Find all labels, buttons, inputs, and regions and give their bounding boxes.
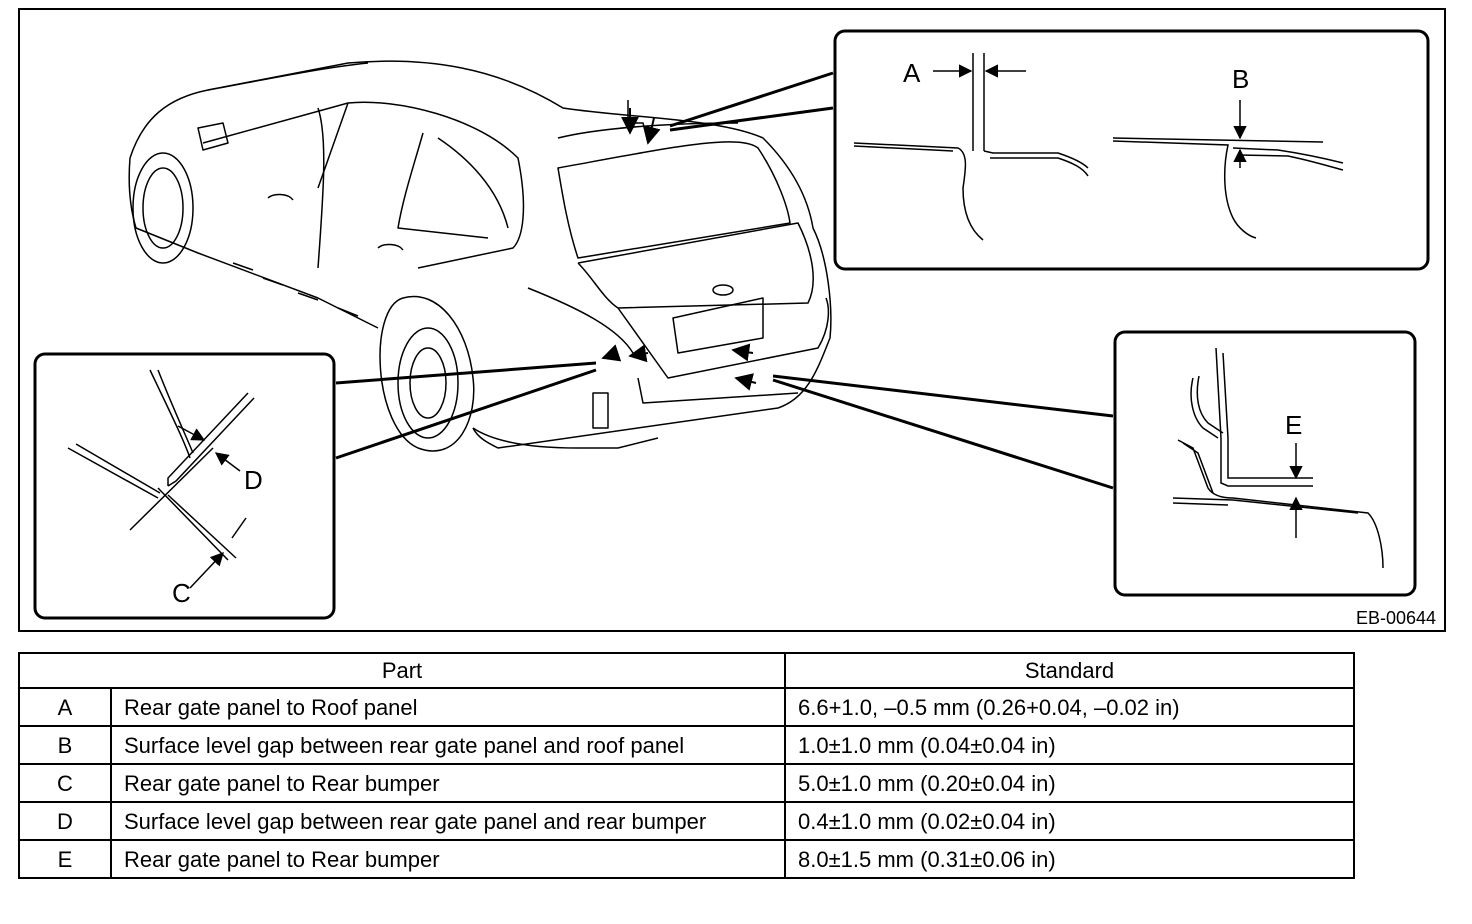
table-row: E Rear gate panel to Rear bumper 8.0±1.5… bbox=[18, 839, 1355, 879]
row-standard: 5.0±1.0 mm (0.20±0.04 in) bbox=[784, 763, 1355, 803]
row-part: Surface level gap between rear gate pane… bbox=[110, 801, 786, 841]
gap-standards-table: Part Standard A Rear gate panel to Roof … bbox=[18, 652, 1355, 879]
table-row: A Rear gate panel to Roof panel 6.6+1.0,… bbox=[18, 687, 1355, 727]
callout-e: E bbox=[1285, 410, 1302, 440]
row-key: D bbox=[18, 801, 112, 841]
callout-labels: A B C D E bbox=[172, 58, 1302, 608]
row-key: C bbox=[18, 763, 112, 803]
table-header-row: Part Standard bbox=[18, 652, 1355, 689]
row-standard: 6.6+1.0, –0.5 mm (0.26+0.04, –0.02 in) bbox=[784, 687, 1355, 727]
table-row: B Surface level gap between rear gate pa… bbox=[18, 725, 1355, 765]
row-key: B bbox=[18, 725, 112, 765]
figure-frame bbox=[18, 8, 1446, 632]
row-part: Rear gate panel to Roof panel bbox=[110, 687, 786, 727]
inset-bumper-gap-cd bbox=[33, 352, 336, 620]
callout-c: C bbox=[172, 578, 191, 608]
header-part: Part bbox=[18, 652, 786, 689]
inset-bumper-gap-e bbox=[1113, 330, 1417, 597]
callout-d: D bbox=[244, 465, 263, 495]
row-standard: 0.4±1.0 mm (0.02±0.04 in) bbox=[784, 801, 1355, 841]
vehicle-illustration bbox=[128, 60, 832, 452]
header-standard: Standard bbox=[784, 652, 1355, 689]
row-part: Rear gate panel to Rear bumper bbox=[110, 763, 786, 803]
vehicle-location-arrows bbox=[601, 108, 757, 391]
row-standard: 8.0±1.5 mm (0.31±0.06 in) bbox=[784, 839, 1355, 879]
row-key: E bbox=[18, 839, 112, 879]
row-key: A bbox=[18, 687, 112, 727]
table-row: D Surface level gap between rear gate pa… bbox=[18, 801, 1355, 841]
row-part: Rear gate panel to Rear bumper bbox=[110, 839, 786, 879]
table-row: C Rear gate panel to Rear bumper 5.0±1.0… bbox=[18, 763, 1355, 803]
inset-leader-lines bbox=[335, 71, 1114, 490]
row-standard: 1.0±1.0 mm (0.04±0.04 in) bbox=[784, 725, 1355, 765]
row-part: Surface level gap between rear gate pane… bbox=[110, 725, 786, 765]
callout-a: A bbox=[903, 58, 921, 88]
figure-code: EB-00644 bbox=[1356, 608, 1436, 628]
vehicle-gap-diagram: A B C D E EB-00644 bbox=[18, 8, 1446, 632]
callout-b: B bbox=[1232, 64, 1249, 94]
inset-roof-gap bbox=[833, 29, 1430, 271]
